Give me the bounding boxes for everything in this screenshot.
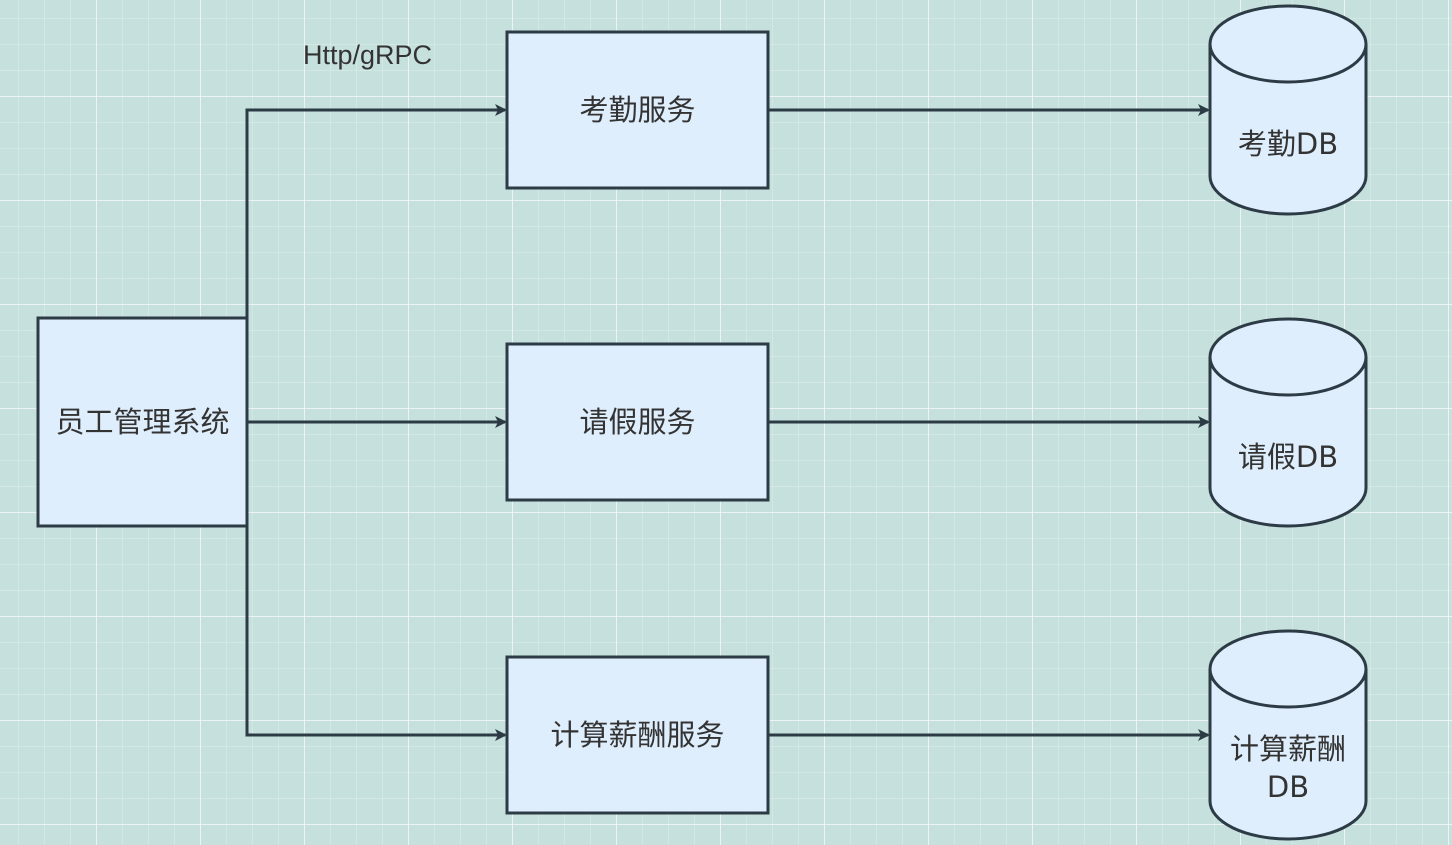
- source-node-box[interactable]: [36, 316, 249, 528]
- service-node-payroll-box[interactable]: [505, 655, 770, 815]
- database-attendance-cylinder[interactable]: [1208, 4, 1368, 216]
- service-node-attendance-box[interactable]: [505, 30, 770, 190]
- edge-label-protocol: Http/gRPC: [303, 40, 433, 70]
- edge-source-to-attendance: [245, 104, 507, 318]
- database-leave-cylinder[interactable]: [1208, 317, 1368, 528]
- service-node-leave-box[interactable]: [505, 342, 770, 502]
- database-payroll-cylinder[interactable]: [1208, 629, 1368, 841]
- edge-source-to-payroll: [245, 526, 507, 741]
